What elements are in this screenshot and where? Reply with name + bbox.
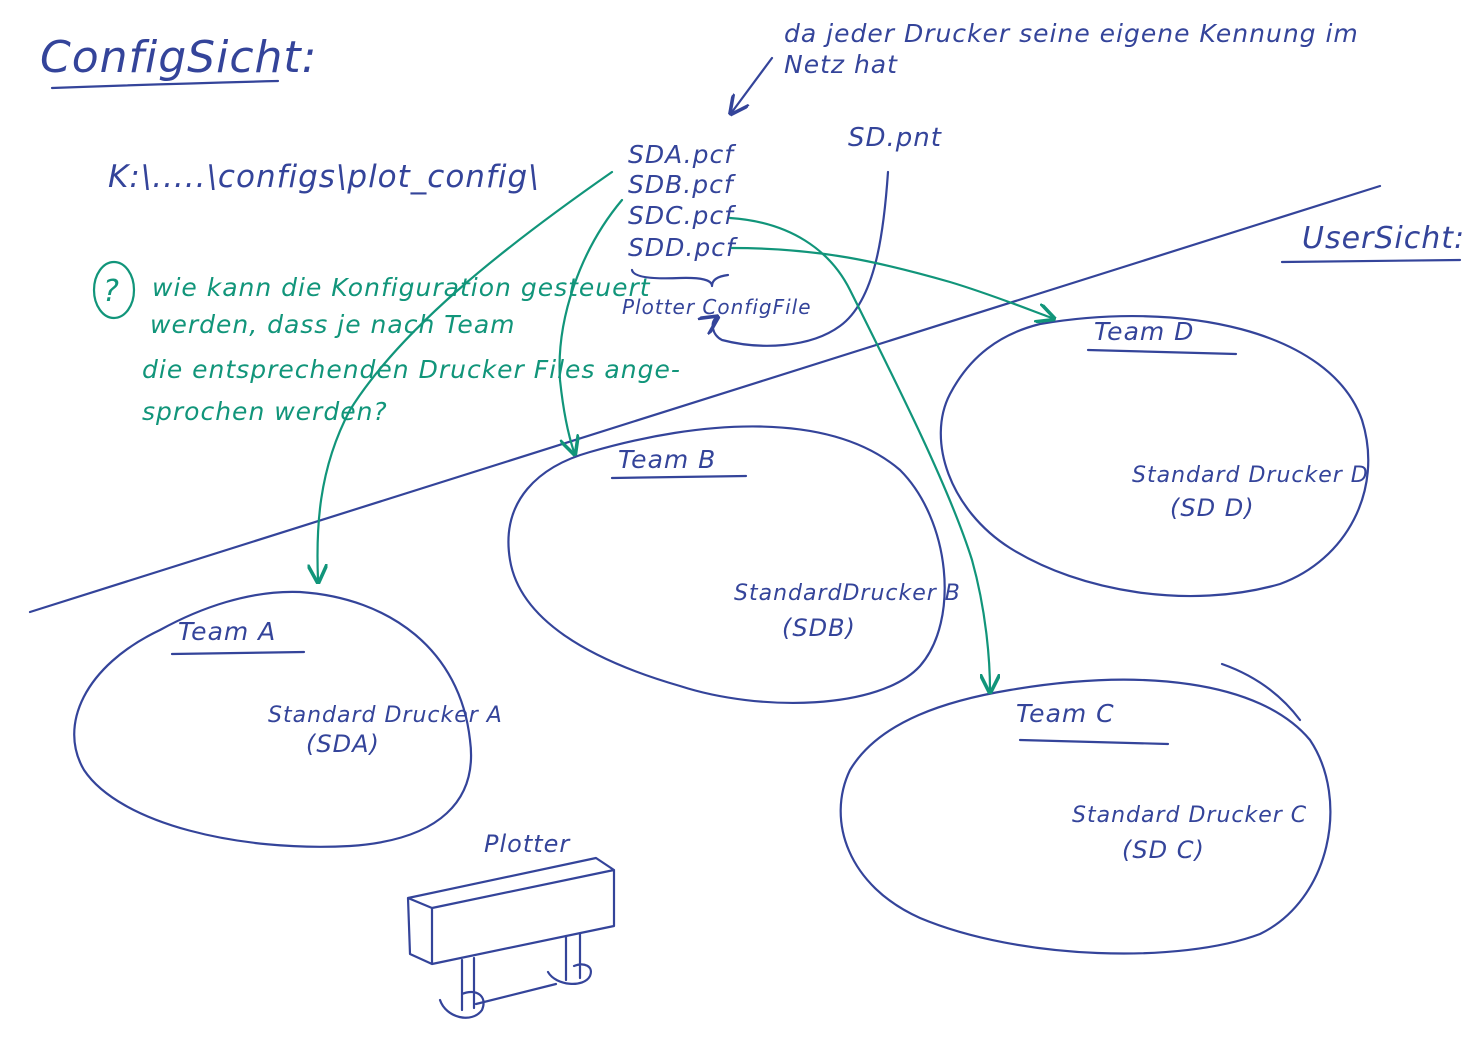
team-a-name-underline <box>170 650 306 656</box>
config-view: ConfigSicht: K:\.....\configs\plot_confi… <box>40 19 1359 347</box>
user-view-heading-underline <box>1280 258 1462 264</box>
arrow-sdd-to-team-d <box>730 246 1052 318</box>
config-path: K:\.....\configs\plot_config\ <box>108 159 540 195</box>
team-d: Team D Standard Drucker D (SD D) <box>939 315 1370 598</box>
view-divider-line <box>28 184 1382 614</box>
team-d-printer: Standard Drucker D <box>1132 463 1369 488</box>
pnt-file: SD.pnt <box>848 123 942 153</box>
team-b-blob <box>507 425 946 704</box>
file-sdd: SDD.pcf <box>628 233 738 262</box>
team-a: Team A Standard Drucker A (SDA) <box>73 590 503 848</box>
team-d-blob <box>939 315 1370 598</box>
note-line-1: da jeder Drucker seine eigene Kennung im <box>784 19 1359 48</box>
note-line-2: Netz hat <box>784 50 898 79</box>
team-c-blob-tail <box>1220 662 1302 722</box>
team-a-code: (SDA) <box>306 730 380 758</box>
team-b-code: (SDB) <box>782 614 856 642</box>
arrow-sdc-to-team-c <box>728 216 990 690</box>
arrow-sda-to-team-a <box>317 170 614 580</box>
question-line-3: die entsprechenden Drucker Files ange- <box>142 355 681 384</box>
plotter-stand <box>438 932 592 1019</box>
team-c-blob <box>839 678 1332 955</box>
team-a-name: Team A <box>178 617 276 646</box>
question-marker-circle <box>92 260 136 320</box>
team-c-code: (SD C) <box>1122 836 1205 864</box>
file-to-team-arrows <box>317 170 1052 690</box>
plotter-body <box>406 856 616 966</box>
team-a-blob <box>73 590 473 848</box>
question-marker: ? <box>103 274 120 309</box>
arrow-sdb-to-team-b <box>558 198 624 452</box>
user-view-heading: UserSicht: <box>1302 221 1465 256</box>
team-c-name-underline <box>1018 738 1170 746</box>
plotter-label: Plotter <box>484 830 571 858</box>
team-d-code: (SD D) <box>1170 494 1255 522</box>
question-line-1: wie kann die Konfiguration gesteuert <box>152 273 651 302</box>
file-sdc: SDC.pcf <box>628 201 736 230</box>
team-b: Team B StandardDrucker B (SDB) <box>507 425 961 704</box>
pnt-curve <box>713 170 890 347</box>
team-d-name: Team D <box>1094 317 1194 346</box>
team-b-name-underline <box>610 474 748 480</box>
file-sdb: SDB.pcf <box>628 170 736 199</box>
note-arrow <box>732 56 774 112</box>
team-b-name: Team B <box>618 445 716 474</box>
team-c-printer: Standard Drucker C <box>1072 803 1307 828</box>
team-c-name: Team C <box>1016 699 1115 728</box>
question-note: ? wie kann die Konfiguration gesteuert w… <box>92 260 681 426</box>
files-brace <box>630 268 730 288</box>
file-sda: SDA.pcf <box>628 140 736 169</box>
config-view-heading: ConfigSicht: <box>40 32 317 83</box>
team-b-printer: StandardDrucker B <box>734 581 961 606</box>
team-c: Team C Standard Drucker C (SD C) <box>839 662 1332 955</box>
team-d-name-underline <box>1086 348 1238 356</box>
config-view-heading-underline <box>50 79 280 90</box>
team-a-printer: Standard Drucker A <box>268 703 503 728</box>
plotter: Plotter <box>406 830 616 1019</box>
question-line-2: werden, dass je nach Team <box>150 310 516 339</box>
question-line-4: sprochen werden? <box>142 397 388 426</box>
